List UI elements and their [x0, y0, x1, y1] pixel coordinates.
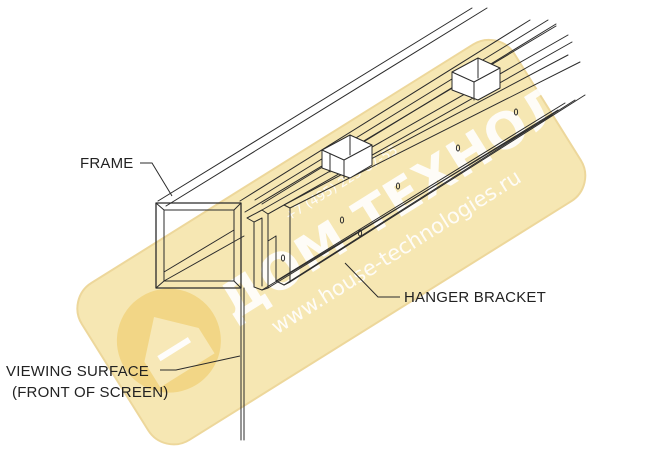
- clip-block-rear: [451, 57, 501, 101]
- callouts: FRAME HANGER BRACKET VIEWING SURFACE (FR…: [6, 155, 546, 401]
- frame-label: FRAME: [80, 155, 134, 172]
- watermark-badge: ДОМ ТЕХНОЛОГИИ www.house-technologies.ru…: [76, 0, 660, 446]
- viewing-surface-label-line1: VIEWING SURFACE: [6, 363, 149, 380]
- hanger-bracket-leader-line: [344, 262, 400, 298]
- screen-surface: [240, 287, 245, 441]
- mounting-holes: [280, 108, 519, 262]
- viewing-surface-label-line2: (FRONT OF SCREEN): [12, 384, 168, 401]
- frame-drawing: [155, 7, 586, 441]
- top-rail: [254, 19, 557, 205]
- watermark: ДОМ ТЕХНОЛОГИИ www.house-technologies.ru…: [76, 0, 660, 446]
- hanger-bracket-label: HANGER BRACKET: [404, 289, 546, 306]
- frame-section: [155, 202, 245, 289]
- hanger-bracket: [246, 34, 586, 291]
- frame-leader-line: [140, 162, 173, 197]
- viewing-surface-leader-line: [160, 355, 241, 371]
- clip-block-front: [321, 134, 373, 179]
